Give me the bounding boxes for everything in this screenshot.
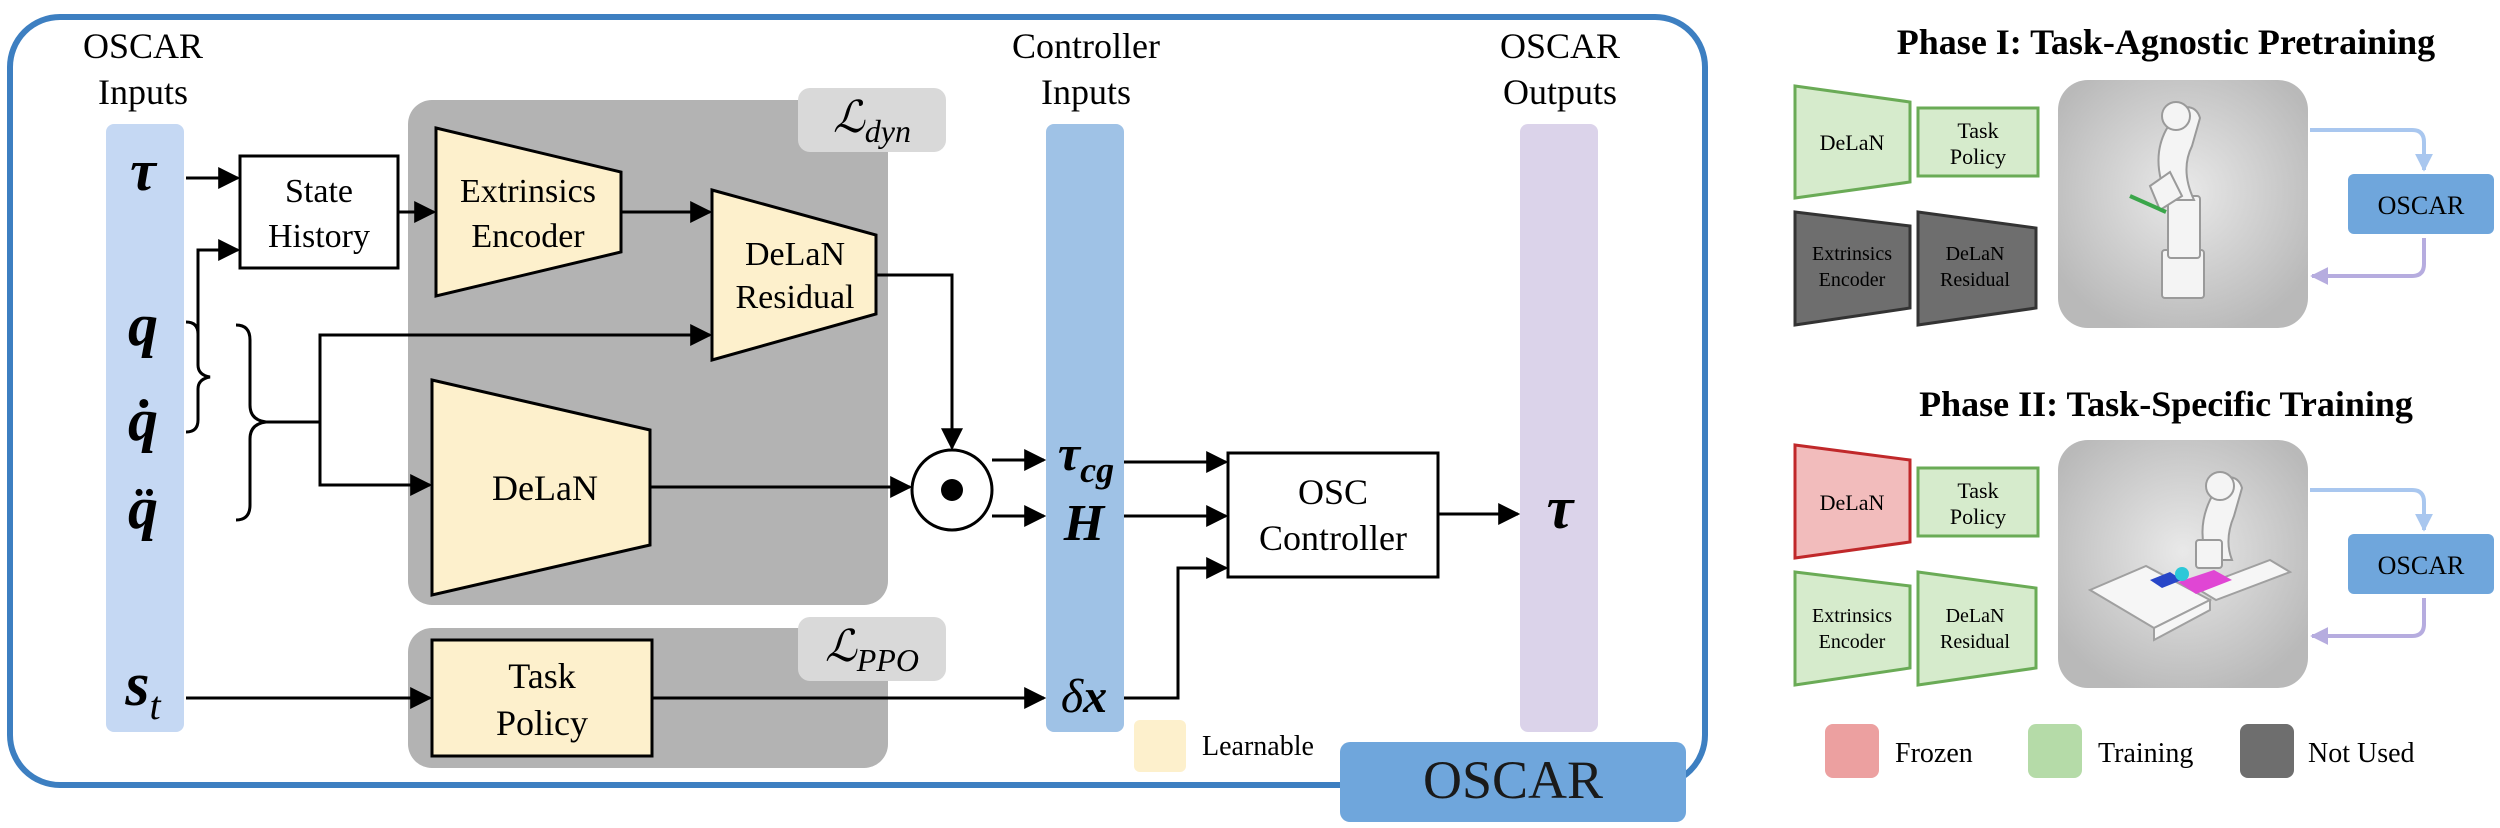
legend-training-label: Training — [2098, 738, 2193, 769]
input-qddot: q̈ — [128, 475, 158, 541]
phase1-tool — [2129, 194, 2167, 214]
loss-dyn-label: ℒdyn — [833, 93, 911, 149]
task-policy-line1: Task — [508, 656, 575, 696]
learnable-label: Learnable — [1202, 731, 1314, 762]
phase1-extrinsics-line1: Extrinsics — [1812, 243, 1892, 265]
output-tau: τ — [1547, 475, 1576, 541]
product-dot — [941, 479, 963, 501]
phase1-delan-label: DeLaN — [1820, 130, 1885, 155]
controller-delta-x: δx — [1061, 670, 1107, 723]
phase2-delan-label: DeLaN — [1820, 490, 1885, 515]
phase2-residual-line2: Residual — [1940, 631, 2010, 653]
input-tau: τ — [130, 138, 158, 203]
phase1-arrow-from-oscar — [2310, 238, 2426, 285]
input-q: q — [128, 292, 158, 358]
phase2-title: Phase II: Task-Specific Training — [1919, 384, 2413, 424]
controller-H: H — [1063, 495, 1106, 552]
phase2-residual-line1: DeLaN — [1946, 605, 2005, 627]
phase1-oscar-box — [2348, 174, 2494, 234]
phase2-blue-block — [2150, 572, 2182, 588]
legend-frozen-swatch — [1825, 724, 1879, 778]
phase2-extrinsics-encoder — [1793, 570, 1912, 687]
delan-residual-line1: DeLaN — [745, 236, 845, 273]
osc-controller-box — [1226, 451, 1440, 579]
phase1-oscar-label: OSCAR — [2378, 191, 2465, 220]
extrinsics-encoder-trapezoid — [434, 126, 623, 298]
phase2-oscar-box — [2348, 534, 2494, 594]
phase1-title: Phase I: Task-Agnostic Pretraining — [1897, 22, 2435, 62]
phase2-robot-arm — [2195, 471, 2244, 569]
phase1-extrinsics-line2: Encoder — [1819, 269, 1886, 291]
phase1-residual-line1: DeLaN — [1946, 243, 2005, 265]
phase1-task-policy — [1916, 106, 2040, 178]
delan-residual-trapezoid — [710, 188, 878, 362]
delan-residual-line2: Residual — [736, 279, 855, 316]
controller-tau-cg: τcg — [1058, 425, 1114, 490]
learnable-swatch — [1134, 720, 1186, 772]
legend-notused-label: Not Used — [2308, 738, 2415, 769]
outputs-column — [1520, 124, 1598, 732]
phase1-arrow-to-oscar — [2310, 128, 2433, 172]
outputs-header-line1: OSCAR — [1500, 26, 1620, 66]
inputs-header-line2: Inputs — [98, 72, 188, 112]
loss-ppo-badge — [798, 617, 946, 681]
legend-frozen-label: Frozen — [1895, 738, 1973, 769]
osc-controller-line1: OSC — [1298, 472, 1368, 512]
phase2-task-policy-line2: Policy — [1950, 504, 2006, 529]
phase1-task-policy-line1: Task — [1957, 118, 1998, 143]
loss-ppo-label: ℒPPO — [825, 622, 919, 678]
main-arrows — [186, 167, 1521, 709]
phase1-robot-arm — [2148, 101, 2205, 299]
phase2-arrow-from-oscar — [2310, 598, 2426, 645]
oscar-badge — [1340, 742, 1686, 822]
phase1-delan-residual — [1916, 210, 2038, 327]
controller-header-line2: Inputs — [1041, 72, 1131, 112]
extrinsics-encoder-line1: Extrinsics — [460, 173, 596, 210]
phase1-extrinsics-encoder — [1793, 210, 1912, 327]
osc-controller-line2: Controller — [1259, 518, 1407, 558]
delan-trapezoid — [430, 378, 652, 597]
loss-dyn-badge — [798, 88, 946, 152]
phase2-delan — [1793, 443, 1912, 560]
inputs-column — [106, 124, 184, 732]
phase2-cyan-object — [2175, 567, 2189, 581]
state-history-box — [238, 154, 400, 270]
legend-training-swatch — [2028, 724, 2082, 778]
input-s: st — [124, 651, 161, 728]
controller-header-line1: Controller — [1012, 26, 1160, 66]
phase1-residual-line2: Residual — [1940, 269, 2010, 291]
legend-notused-swatch — [2240, 724, 2294, 778]
input-qdot: q̇ — [128, 387, 158, 453]
phase2-table — [2087, 558, 2293, 642]
extrinsics-encoder-line2: Encoder — [471, 218, 585, 255]
oscar-badge-label: OSCAR — [1423, 750, 1603, 810]
inputs-header-line1: OSCAR — [83, 26, 203, 66]
controller-inputs-column — [1046, 124, 1124, 732]
phase1-task-policy-line2: Policy — [1950, 144, 2006, 169]
task-policy-line2: Policy — [496, 703, 588, 743]
phase2-magenta-block — [2178, 570, 2232, 594]
state-history-line1: State — [285, 173, 353, 210]
phase2-task-policy — [1916, 466, 2040, 538]
phase2-extrinsics-line2: Encoder — [1819, 631, 1886, 653]
delan-label: DeLaN — [492, 468, 598, 508]
phase2-delan-residual — [1916, 570, 2038, 687]
phase2-arrow-to-oscar — [2310, 488, 2433, 532]
phase1-delan — [1793, 84, 1912, 200]
phase2-task-policy-line1: Task — [1957, 478, 1998, 503]
phase2-robot-image — [2058, 440, 2308, 688]
phase2-oscar-label: OSCAR — [2378, 551, 2465, 580]
phase2-extrinsics-line1: Extrinsics — [1812, 605, 1892, 627]
outputs-header-line2: Outputs — [1503, 72, 1617, 112]
state-history-line2: History — [268, 218, 370, 255]
